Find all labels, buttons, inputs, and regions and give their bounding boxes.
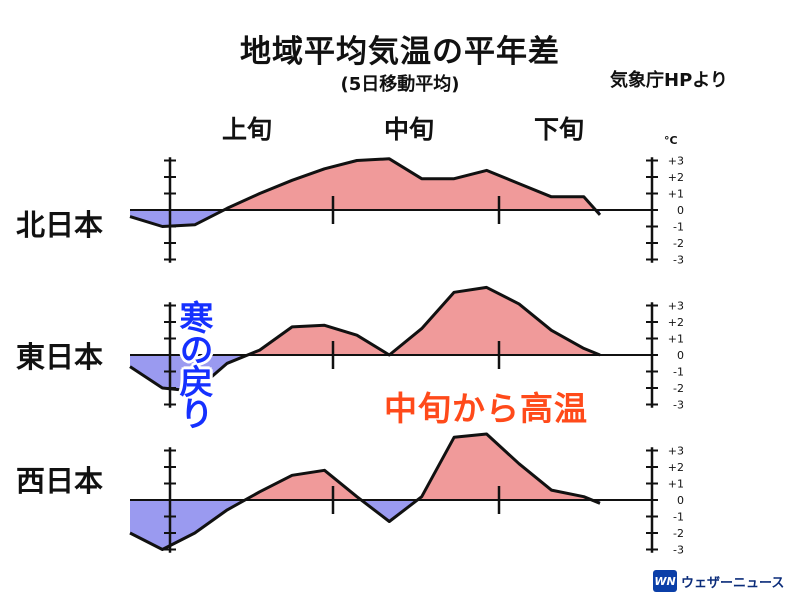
tick-label-east: -1 — [673, 366, 684, 379]
period-label-late: 下旬 — [534, 115, 585, 144]
tick-label-west: +3 — [668, 445, 684, 458]
tick-label-east: +2 — [668, 316, 684, 329]
tick-label-north: +3 — [668, 155, 684, 168]
series-line-west — [129, 432, 601, 551]
tick-label-east: -2 — [673, 382, 684, 395]
annotation-warm-mid: 中旬から高温 — [384, 389, 588, 428]
region-label-east: 東日本 — [16, 340, 104, 374]
tick-label-west: -3 — [673, 544, 684, 557]
tick-label-west: 0 — [677, 494, 684, 507]
tick-label-north: 0 — [677, 204, 684, 217]
tick-label-east: 0 — [677, 349, 684, 362]
tick-label-east: -3 — [673, 399, 684, 412]
tick-label-east: +1 — [668, 333, 684, 346]
annotation-cold-return: 寒の戻り — [173, 300, 213, 428]
tick-label-west: -1 — [673, 511, 684, 524]
period-label-mid: 中旬 — [384, 115, 435, 144]
series-line-north — [129, 157, 602, 228]
cold-area-west — [130, 500, 600, 550]
weathernews-logo: WN ウェザーニュース — [653, 568, 799, 594]
logo-mark-icon: WN — [653, 570, 677, 592]
tick-label-west: -2 — [673, 527, 684, 540]
logo-text: ウェザーニュース — [681, 575, 785, 591]
tick-label-west: +2 — [668, 461, 684, 474]
region-label-west: 西日本 — [16, 464, 104, 498]
warm-area-east — [130, 287, 600, 355]
series-line-east — [129, 285, 601, 393]
tick-label-north: -2 — [673, 237, 684, 250]
tick-label-north: +1 — [668, 188, 684, 201]
tick-label-north: -3 — [673, 254, 684, 267]
cold-area-east — [130, 355, 600, 392]
period-label-early: 上旬 — [222, 115, 273, 144]
tick-label-north: +2 — [668, 171, 684, 184]
chart-subtitle: (5日移動平均) — [340, 74, 460, 95]
source-note: 気象庁HPより — [610, 70, 728, 91]
region-label-north: 北日本 — [16, 208, 104, 242]
tick-label-west: +1 — [668, 478, 684, 491]
warm-area-west — [130, 434, 600, 500]
tick-label-north: -1 — [673, 221, 684, 234]
unit-label: °C — [664, 134, 678, 147]
tick-label-east: +3 — [668, 300, 684, 313]
chart-title: 地域平均気温の平年差 — [240, 34, 560, 70]
